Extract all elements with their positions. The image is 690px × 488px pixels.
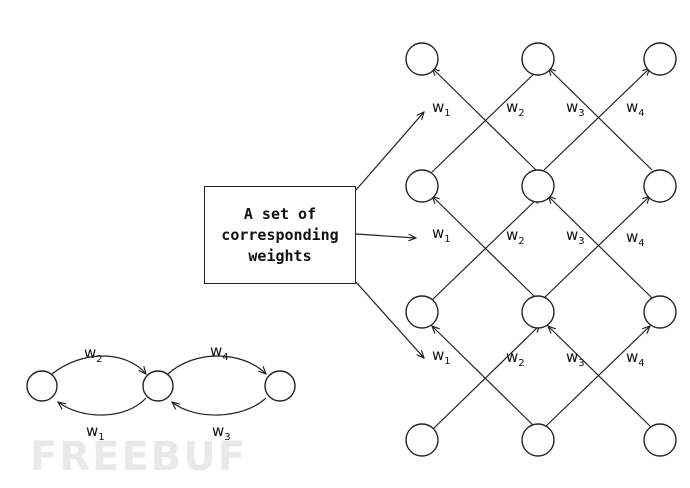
weight-label: w1 [432, 224, 451, 245]
box-arrow-up [355, 112, 424, 191]
box-line-3: weights [248, 246, 312, 265]
weight-label: w1 [432, 98, 451, 119]
node [521, 42, 555, 76]
chain-edge-w4 [167, 355, 266, 374]
edge [548, 68, 653, 171]
weight-label: w3 [212, 422, 231, 443]
lattice-labels-row-3: w1 w2 w3 w4 [432, 346, 645, 369]
weight-label: w1 [86, 422, 105, 443]
node [643, 169, 677, 203]
box-arrow-down [355, 281, 424, 358]
node [405, 423, 439, 457]
edge [432, 326, 537, 429]
chain-edge-w2 [51, 355, 146, 374]
edge [548, 326, 653, 429]
edge [548, 196, 653, 299]
lattice-edges [431, 68, 653, 431]
weight-label: w2 [506, 348, 525, 369]
edge [432, 196, 537, 299]
edge [543, 326, 650, 429]
box-line-1: A set of [243, 204, 317, 223]
chain-node [26, 370, 58, 402]
chain-edge-w1 [58, 397, 147, 416]
edge [432, 68, 537, 171]
watermark: FREEBUF [30, 434, 248, 480]
box-line-2: corresponding [221, 225, 339, 244]
edge [543, 68, 650, 171]
weights-box: A set of corresponding weights [204, 186, 356, 284]
weight-label: w4 [626, 228, 645, 249]
weight-label: w3 [566, 98, 585, 119]
lattice-nodes [405, 42, 677, 457]
weight-label: w2 [506, 226, 525, 247]
weight-label: w3 [566, 348, 585, 369]
node [643, 423, 677, 457]
lattice-labels-row-1: w1 w2 w3 w4 [432, 98, 645, 119]
node [643, 42, 677, 76]
node [521, 295, 555, 329]
chain-edge-w3 [172, 397, 267, 416]
edge [431, 68, 540, 173]
chain-node [264, 370, 296, 402]
weight-label: w2 [84, 344, 103, 365]
node [643, 295, 677, 329]
box-arrow-mid [355, 233, 416, 238]
box-arrows [355, 112, 424, 358]
edge [431, 196, 540, 301]
edge [543, 196, 650, 299]
node [521, 423, 555, 457]
edge [431, 325, 540, 431]
weight-label: w1 [432, 346, 451, 367]
weight-label: w2 [506, 98, 525, 119]
lattice-labels-row-2: w1 w2 w3 w4 [432, 224, 645, 249]
node [405, 169, 439, 203]
weight-label: w3 [566, 226, 585, 247]
node [405, 295, 439, 329]
weight-label: w4 [626, 98, 645, 119]
chain-node [142, 370, 174, 402]
weight-label: w4 [210, 342, 229, 363]
node [405, 42, 439, 76]
chain-diagram: w2 w4 w1 w3 [26, 342, 296, 443]
node [521, 169, 555, 203]
weight-label: w4 [626, 348, 645, 369]
